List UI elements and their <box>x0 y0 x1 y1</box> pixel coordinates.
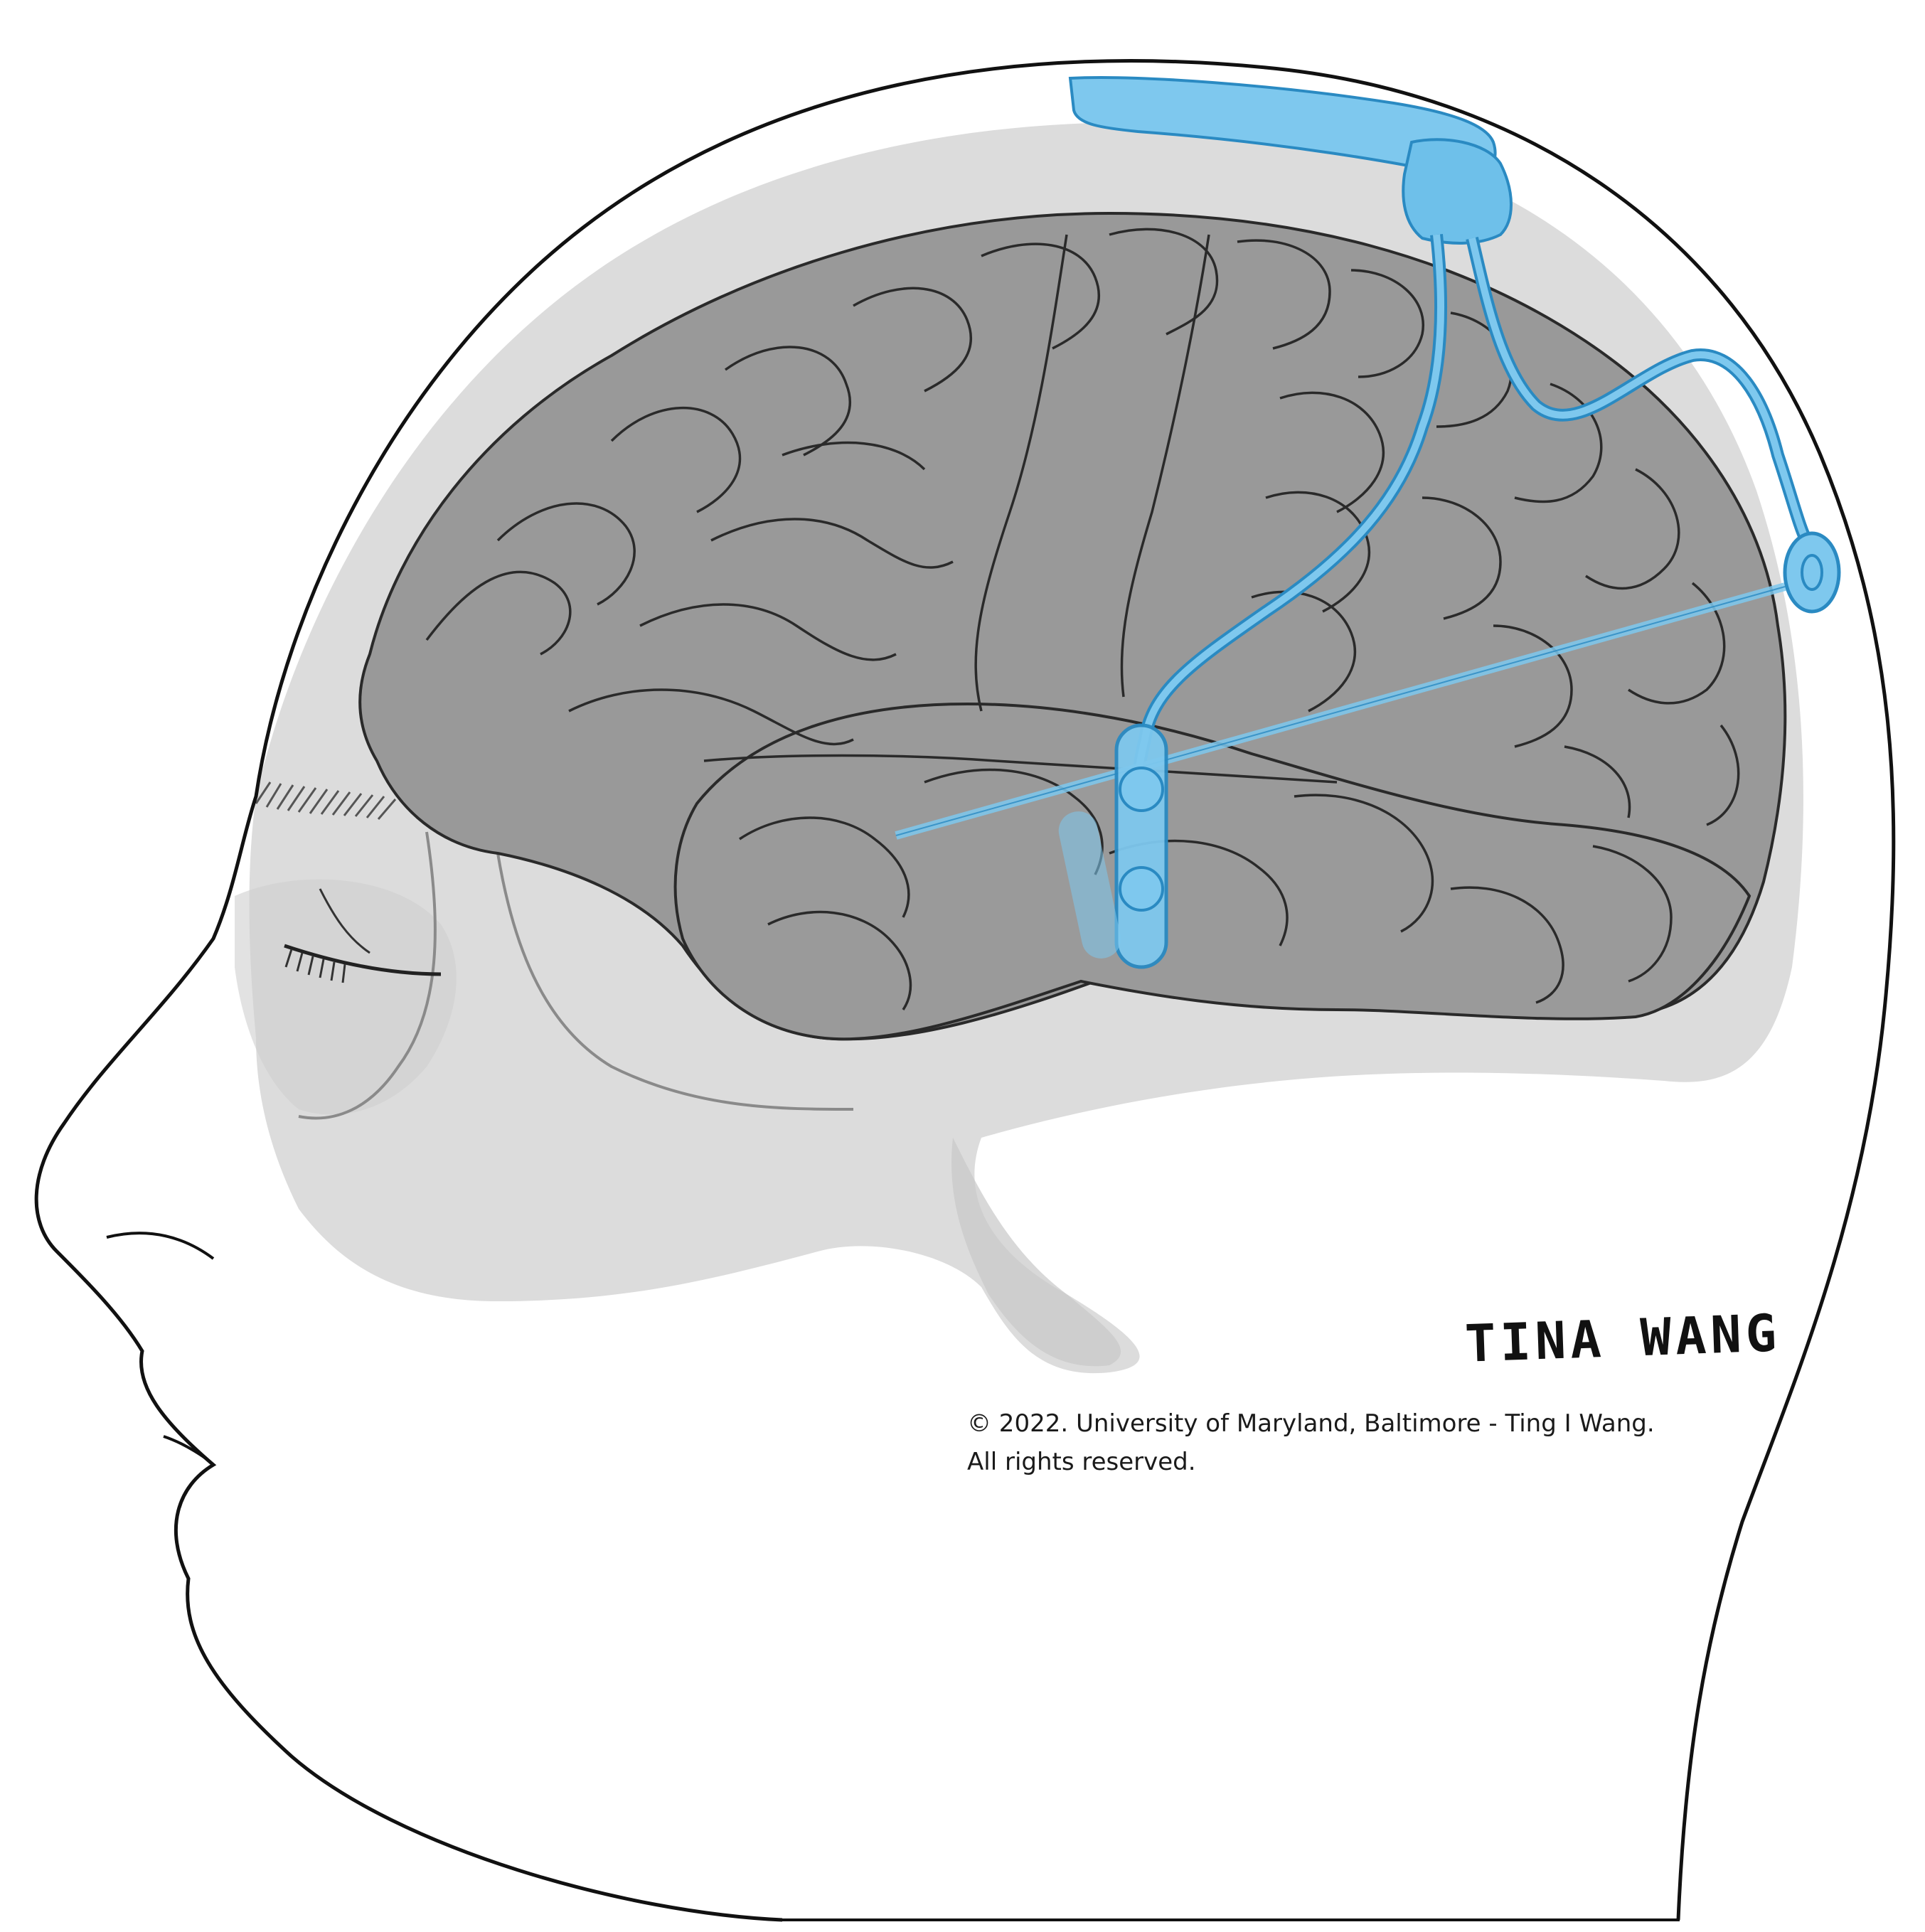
copyright-line-2: All rights reserved. <box>967 1448 1196 1476</box>
head-contour <box>34 59 1896 1922</box>
device-strip-electrode <box>1114 723 1168 969</box>
temporal-lobe <box>673 702 1751 1041</box>
copyright-notice: © 2022. University of Maryland, Baltimor… <box>967 1404 1655 1481</box>
eyelid <box>284 944 442 976</box>
cheek-line <box>298 831 437 1120</box>
implanted-device <box>895 76 1841 969</box>
device-receiver <box>1402 138 1513 245</box>
device-target-region <box>1058 811 1121 959</box>
eye-crease <box>319 888 370 954</box>
nostril <box>106 1232 215 1260</box>
brain-sulci <box>425 228 1740 1010</box>
eyelashes <box>284 949 346 983</box>
copyright-line-1: © 2022. University of Maryland, Baltimor… <box>967 1409 1655 1438</box>
device-ring-electrode <box>1783 531 1841 614</box>
temple-line <box>496 853 854 1111</box>
artist-signature: TINA WANG <box>1463 1303 1782 1374</box>
lips-line <box>163 1435 215 1466</box>
device-lead-2-core <box>1468 237 1810 543</box>
jaw-shadow <box>951 1138 1121 1367</box>
face-shadow <box>235 879 457 1115</box>
eyebrow <box>255 781 397 820</box>
